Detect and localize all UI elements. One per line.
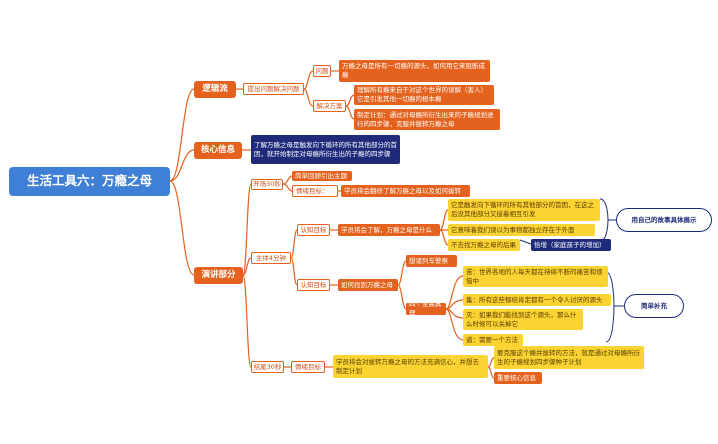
cog1-a1-node[interactable]: 它是触发向下循环的所有其他部分的首因，在这之后没其他部分又接着相互引发	[448, 199, 600, 221]
supplement-bubble[interactable]: 简单补充	[624, 294, 684, 318]
solution-node-1[interactable]: 理解所有瘾来自于对这个世界的误解（害人）它是引发其他一切瘾的根本瘾	[354, 85, 494, 105]
body-node[interactable]: 主体4分钟	[251, 252, 291, 264]
cog1-a2-node[interactable]: 它意味着我们误以为事物都独立存在于外面	[448, 224, 595, 236]
cog1-goal-node[interactable]: 学员将会了解，万瘾之母是什么	[338, 224, 440, 236]
cog2-label-node[interactable]: 认知目标	[297, 279, 330, 291]
closing-node[interactable]: 结尾30秒	[251, 361, 284, 373]
core-node[interactable]: 核心信息	[194, 142, 242, 159]
cog1-a3-tag[interactable]: 恰增（家庭孩子的增加）	[531, 239, 611, 251]
opening-item-1[interactable]: 简单回顾引出主题	[292, 171, 352, 181]
core-text-node[interactable]: 了解万瘾之母是触发向下循环的所有其他部分的首因，就开始制定对母瘾所衍生出的子瘾的…	[251, 135, 400, 164]
truth-2-node[interactable]: 集：所有这些郁结肯定都有一个令人讨厌的源头	[463, 294, 611, 306]
logic-node[interactable]: 逻辑流	[194, 81, 236, 98]
truth-4-node[interactable]: 道：需要一个方法	[463, 334, 523, 346]
cog2-b2-node[interactable]: 四个至高真理	[406, 303, 446, 315]
truth-3-node[interactable]: 灭：如果我们能找到这个源头，那么什么时候可以关掉它	[463, 309, 583, 330]
question-label-node[interactable]: 问题	[313, 65, 331, 77]
closing-goal-node[interactable]: 学员将会对拔转万瘾之母的方法充满信心，并想去制定计划	[333, 355, 488, 378]
cog1-a3-node[interactable]: 不去找万瘾之母的后果	[448, 239, 520, 251]
opening-item-2-text[interactable]: 学员将会翻修了解万瘾之母以及如何拔转	[341, 185, 470, 197]
opening-item-2-label[interactable]: 情绪目标：	[292, 185, 338, 197]
cog2-b1-node[interactable]: 想诸列车警察	[406, 255, 457, 267]
closing-c1-node[interactable]: 要克服这个瘾并拔转的方法，就是通过对母瘾所衍生的子瘾规划四步骤种子计划	[494, 346, 644, 369]
cog2-goal-node[interactable]: 如何找到万瘾之母	[338, 279, 398, 291]
lecture-node[interactable]: 演讲部分	[194, 267, 243, 284]
opening-node[interactable]: 开场30秒	[251, 179, 283, 190]
cog1-label-node[interactable]: 认知目标	[297, 224, 330, 236]
root-node[interactable]: 生活工具六：万瘾之母	[9, 167, 170, 196]
closing-goal-label[interactable]: 情绪目标	[291, 361, 325, 373]
closing-c2-node[interactable]: 重要核心信息	[494, 372, 542, 384]
question-node[interactable]: 万瘾之母是所有一切瘾的源头，如何用它来阻断成瘾	[339, 60, 490, 82]
solution-node-2[interactable]: 制定计划：通过对母瘾所衍生出来的子瘾规划进行的四步骤，克服并拔转万瘾之母	[354, 109, 500, 130]
solution-label-node[interactable]: 解决方案	[313, 100, 346, 112]
story-bubble[interactable]: 用自己的故事具体展示	[616, 208, 712, 232]
truth-1-node[interactable]: 苦：世界各地的人每天都在持续不断的痛苦和烦恼中	[463, 266, 608, 287]
logic-step-node[interactable]: 提出问题解决问题	[243, 83, 304, 95]
